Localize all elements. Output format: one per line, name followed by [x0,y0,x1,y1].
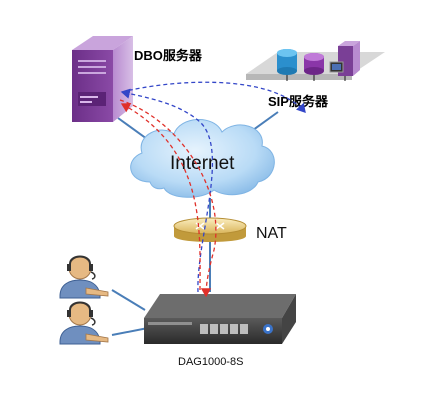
dbo-server-label: DBO服务器 [134,48,203,63]
user-2-icon [59,301,109,345]
gateway-logo-icon [263,324,273,334]
link-phone2-gateway [111,327,149,336]
red-flow-gateway-to-dbo [120,103,201,291]
gateway-device-icon [144,294,296,344]
monitor-icon [329,61,344,73]
sip-server-label: SIP服务器 [268,94,329,109]
signal-flows [119,81,306,298]
link-phone1-gateway [111,289,146,311]
internet-label: Internet [170,153,235,174]
internet-cloud-icon [130,119,275,198]
blue-flow-gateway-to-dbo [120,88,214,293]
dbo-server-icon [72,36,133,122]
gateway-label: DAG1000-8S [178,356,243,368]
sip-server-cluster-icon [246,41,385,81]
database-purple-icon [304,53,324,75]
red-flow-dbo-to-gateway [119,99,217,298]
nat-label: NAT [256,225,287,242]
blue-flow-dbo-to-sip [121,81,306,113]
nat-router-icon [173,217,247,242]
user-1-icon [59,255,109,299]
database-icon [277,49,297,75]
